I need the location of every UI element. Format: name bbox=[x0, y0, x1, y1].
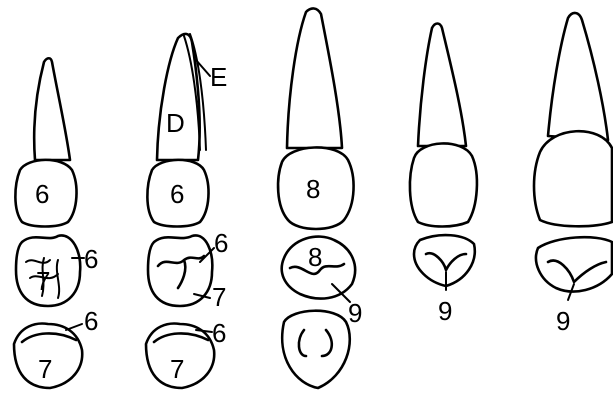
label-t2-occ-a: 6 bbox=[214, 228, 228, 258]
label-t1-occ-b: 7 bbox=[36, 266, 50, 296]
tooth-4-crown bbox=[410, 143, 477, 226]
label-t1-occ-a: 6 bbox=[84, 244, 98, 274]
label-t2-crown: 6 bbox=[170, 179, 184, 209]
tooth-5-crown bbox=[534, 131, 612, 226]
label-t2-occ-b: 7 bbox=[212, 282, 226, 312]
label-t1-crown: 6 bbox=[35, 179, 49, 209]
label-t3-crown: 8 bbox=[306, 174, 320, 204]
label-t1-bottom-a: 6 bbox=[84, 306, 98, 336]
tooth-5 bbox=[534, 13, 612, 300]
label-t2-e: E bbox=[210, 62, 227, 92]
label-t2-bottom-b: 7 bbox=[170, 354, 184, 384]
label-t2-d: D bbox=[166, 108, 185, 138]
tooth-4-occlusal-view bbox=[414, 235, 475, 286]
label-t4-occ: 9 bbox=[438, 296, 452, 326]
tooth-1-root bbox=[34, 58, 70, 160]
tooth-1-leader-b bbox=[66, 324, 82, 330]
tooth-4 bbox=[410, 24, 477, 291]
tooth-1 bbox=[14, 58, 84, 388]
label-t2-bottom-a: 6 bbox=[212, 318, 226, 348]
label-t3-occ-b: 9 bbox=[348, 298, 362, 328]
tooth-2-root bbox=[157, 34, 200, 160]
tooth-3-incisal-view bbox=[282, 311, 350, 388]
label-t3-occ-a: 8 bbox=[308, 242, 322, 272]
tooth-5-root bbox=[548, 13, 608, 140]
label-t5-occ: 9 bbox=[556, 306, 570, 336]
tooth-4-root bbox=[418, 24, 466, 147]
tooth-2 bbox=[146, 34, 214, 388]
tooth-3-root bbox=[287, 8, 342, 148]
label-t1-bottom-b: 7 bbox=[38, 354, 52, 384]
